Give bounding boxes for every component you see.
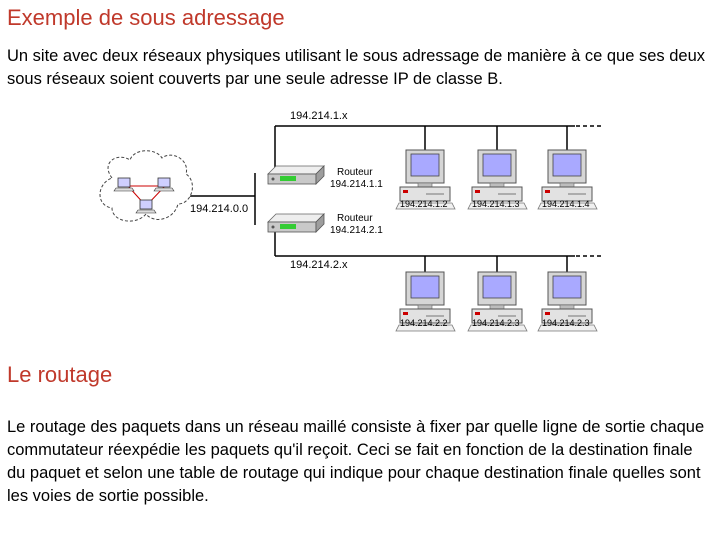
router1-ip: 194.214.1.1 (330, 179, 383, 190)
host-ip-label: 194.214.1.3 (472, 199, 520, 209)
router-icon (267, 213, 325, 233)
host-ip-label: 194.214.1.4 (542, 199, 590, 209)
backbone-label: 194.214.0.0 (190, 203, 248, 215)
router-icon (267, 165, 325, 185)
host-ip-label: 194.214.2.3 (542, 318, 590, 328)
section-intro-text: Un site avec deux réseaux physiques util… (7, 47, 705, 88)
section-title-subaddressing: Exemple de sous adressage (7, 5, 285, 30)
host-ip-label: 194.214.2.2 (400, 318, 448, 328)
section-routing-text: Le routage des paquets dans un réseau ma… (7, 418, 705, 505)
router2-name: Routeur (337, 213, 373, 224)
host-ip-label: 194.214.1.2 (400, 199, 448, 209)
backbone-cloud (99, 150, 193, 222)
router1-name: Routeur (337, 167, 373, 178)
network-label-top: 194.214.1.x (290, 110, 348, 122)
section-title-routing: Le routage (7, 362, 113, 387)
network-lines (188, 125, 604, 272)
router2-ip: 194.214.2.1 (330, 225, 383, 236)
host-ip-label: 194.214.2.3 (472, 318, 520, 328)
network-label-bottom: 194.214.2.x (290, 259, 348, 271)
